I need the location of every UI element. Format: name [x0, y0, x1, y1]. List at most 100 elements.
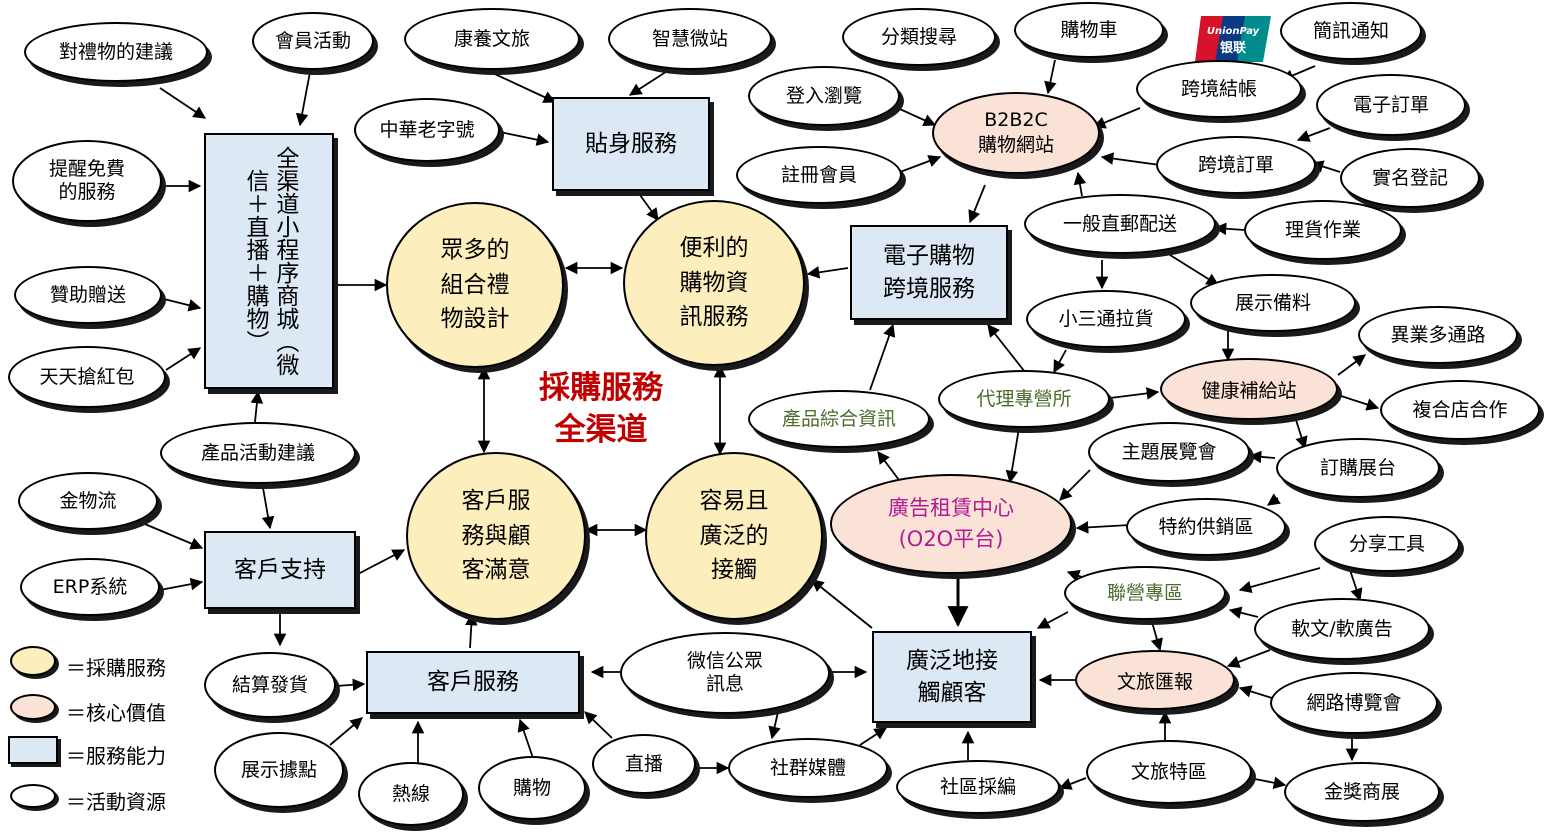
res-composite-store[interactable]: 複合店合作 [1380, 380, 1540, 440]
res-tourism-zone[interactable]: 文旅特區 [1086, 740, 1252, 804]
res-shopping-label: 購物 [512, 776, 551, 799]
res-share-tool[interactable]: 分享工具 [1314, 516, 1460, 572]
res-laozihao[interactable]: 中華老字號 [354, 98, 500, 162]
core-tourism-report[interactable]: 文旅匯報 [1075, 650, 1235, 710]
res-hotline-label: 熱線 [391, 782, 430, 805]
res-red-packet[interactable]: 天天搶紅包 [8, 346, 166, 408]
res-login-browse-label: 登入瀏覽 [785, 84, 862, 107]
res-gift-suggest-label: 對禮物的建議 [58, 40, 173, 63]
box-personal-service[interactable]: 貼身服務 [552, 97, 710, 191]
res-smart-site-label: 智慧微站 [651, 27, 728, 50]
res-e-order-label: 電子訂單 [1352, 93, 1429, 116]
res-order-booth[interactable]: 訂購展台 [1276, 438, 1440, 498]
box-ecommerce-crossborder-label: 電子購物 跨境服務 [883, 243, 975, 302]
res-crossborder-order[interactable]: 跨境訂單 [1156, 136, 1316, 194]
res-login-browse[interactable]: 登入瀏覽 [748, 66, 900, 126]
res-sorting-label: 理貨作業 [1284, 218, 1361, 241]
res-register[interactable]: 註冊會員 [736, 146, 902, 204]
res-composite-store-label: 複合店合作 [1412, 398, 1508, 421]
res-register-label: 註冊會員 [780, 163, 857, 186]
res-live[interactable]: 直播 [592, 734, 696, 794]
big-convenient-info-label: 便利的 購物資 訊服務 [679, 235, 749, 331]
res-display-stock-label: 展示備料 [1234, 291, 1311, 314]
core-b2b2c-site[interactable]: B2B2C 購物網站 [932, 92, 1100, 174]
res-social[interactable]: 社群媒體 [728, 738, 888, 798]
res-member-activity[interactable]: 會員活動 [252, 12, 374, 70]
res-sponsor-gift-label: 贊助贈送 [49, 283, 126, 306]
legend-core-symbol [10, 694, 56, 720]
box-personal-service-label: 貼身服務 [585, 130, 677, 157]
res-display-point[interactable]: 展示據點 [214, 732, 344, 808]
svg-text:UnionPay: UnionPay [1207, 26, 1260, 37]
res-multichannel[interactable]: 異業多通路 [1358, 306, 1518, 364]
res-erp[interactable]: ERP系統 [20, 558, 160, 616]
res-gold-logistics[interactable]: 金物流 [18, 472, 158, 530]
res-reminder-free[interactable]: 提醒免費 的服務 [12, 140, 162, 222]
res-product-info[interactable]: 產品綜合資訊 [748, 390, 930, 448]
res-display-point-label: 展示據點 [240, 758, 317, 781]
big-convenient-info[interactable]: 便利的 購物資 訊服務 [623, 200, 805, 366]
res-category-search[interactable]: 分類搜尋 [842, 8, 996, 66]
res-agency[interactable]: 代理專營所 [938, 370, 1110, 428]
title-line-1: 採購服務 [539, 370, 663, 406]
res-settle-ship[interactable]: 結算發貨 [204, 652, 336, 718]
res-joint-zone[interactable]: 聯營專區 [1064, 566, 1226, 620]
res-community[interactable]: 社區採編 [896, 760, 1060, 814]
core-ad-center[interactable]: 廣告租賃中心 (O2O平台) [830, 474, 1072, 574]
res-display-stock[interactable]: 展示備料 [1190, 274, 1356, 332]
big-gift-design[interactable]: 眾多的 組合禮 物設計 [386, 202, 564, 368]
res-e-order[interactable]: 電子訂單 [1316, 74, 1466, 136]
box-omnichannel-mall[interactable]: 全渠道小程序商城（微信＋直播＋購物） [204, 133, 334, 389]
res-mini3[interactable]: 小三通拉貨 [1026, 290, 1186, 348]
res-sms[interactable]: 簡訊通知 [1280, 2, 1422, 60]
res-social-label: 社群媒體 [769, 756, 846, 779]
legend-core-text: ＝核心價值 [66, 701, 166, 725]
res-category-search-label: 分類搜尋 [880, 25, 957, 48]
res-shopping[interactable]: 購物 [478, 756, 586, 820]
legend-resource-text: ＝活動資源 [66, 790, 166, 814]
res-smart-site[interactable]: 智慧微站 [608, 8, 772, 70]
res-reminder-free-label: 提醒免費 的服務 [48, 158, 125, 203]
res-activity-suggest[interactable]: 產品活動建議 [160, 422, 356, 484]
res-share-tool-label: 分享工具 [1348, 532, 1425, 555]
res-hotline[interactable]: 熱線 [358, 762, 464, 826]
big-customer-satisfaction-label: 客戶服 務與顧 客滿意 [461, 488, 531, 584]
res-joint-zone-label: 聯營專區 [1106, 581, 1183, 604]
res-realname[interactable]: 實名登記 [1340, 148, 1480, 208]
res-soft-ad[interactable]: 軟文/軟廣告 [1254, 598, 1430, 660]
res-theme-exhibit[interactable]: 主題展覽會 [1088, 422, 1250, 482]
res-kangyang-label: 康養文旅 [453, 27, 530, 50]
big-gift-design-label: 眾多的 組合禮 物設計 [440, 237, 510, 333]
res-soft-ad-label: 軟文/軟廣告 [1291, 617, 1393, 640]
res-crossborder-checkout[interactable]: 跨境結帳 [1136, 60, 1302, 118]
res-direct-post[interactable]: 一般直郵配送 [1024, 194, 1216, 254]
res-community-label: 社區採編 [939, 775, 1016, 798]
core-health-station[interactable]: 健康補給站 [1160, 358, 1338, 420]
res-product-info-label: 產品綜合資訊 [781, 407, 896, 430]
res-gift-suggest[interactable]: 對禮物的建議 [24, 22, 208, 82]
res-cart[interactable]: 購物車 [1014, 2, 1164, 58]
box-customer-support[interactable]: 客戶支持 [204, 531, 356, 609]
res-kangyang[interactable]: 康養文旅 [404, 8, 580, 70]
res-crossborder-checkout-label: 跨境結帳 [1180, 77, 1257, 100]
big-easy-contact[interactable]: 容易且 廣泛的 接觸 [645, 452, 823, 620]
res-online-expo[interactable]: 網路博覽會 [1270, 672, 1438, 734]
res-theme-exhibit-label: 主題展覽會 [1121, 440, 1217, 463]
big-customer-satisfaction[interactable]: 客戶服 務與顧 客滿意 [406, 452, 586, 620]
res-sponsor-gift[interactable]: 贊助贈送 [14, 266, 162, 324]
res-wechat-label: 微信公眾 訊息 [686, 650, 763, 695]
diagram-title: 採購服務 全渠道 [506, 368, 696, 452]
res-sorting[interactable]: 理貨作業 [1244, 200, 1402, 260]
res-special-supply-label: 特約供銷區 [1158, 515, 1254, 538]
res-gold-expo[interactable]: 金獎商展 [1284, 762, 1440, 822]
box-customer-service[interactable]: 客戶服務 [366, 651, 580, 714]
res-sms-label: 簡訊通知 [1312, 19, 1389, 42]
core-b2b2c-site-label: B2B2C 購物網站 [977, 109, 1054, 156]
res-wechat[interactable]: 微信公眾 訊息 [620, 632, 830, 714]
box-ecommerce-crossborder[interactable]: 電子購物 跨境服務 [850, 225, 1008, 320]
legend-procurement-symbol [10, 646, 56, 676]
legend-resource-symbol [10, 784, 56, 808]
res-special-supply[interactable]: 特約供銷區 [1126, 498, 1286, 556]
box-broad-reach[interactable]: 廣泛地接 觸顧客 [872, 631, 1032, 723]
